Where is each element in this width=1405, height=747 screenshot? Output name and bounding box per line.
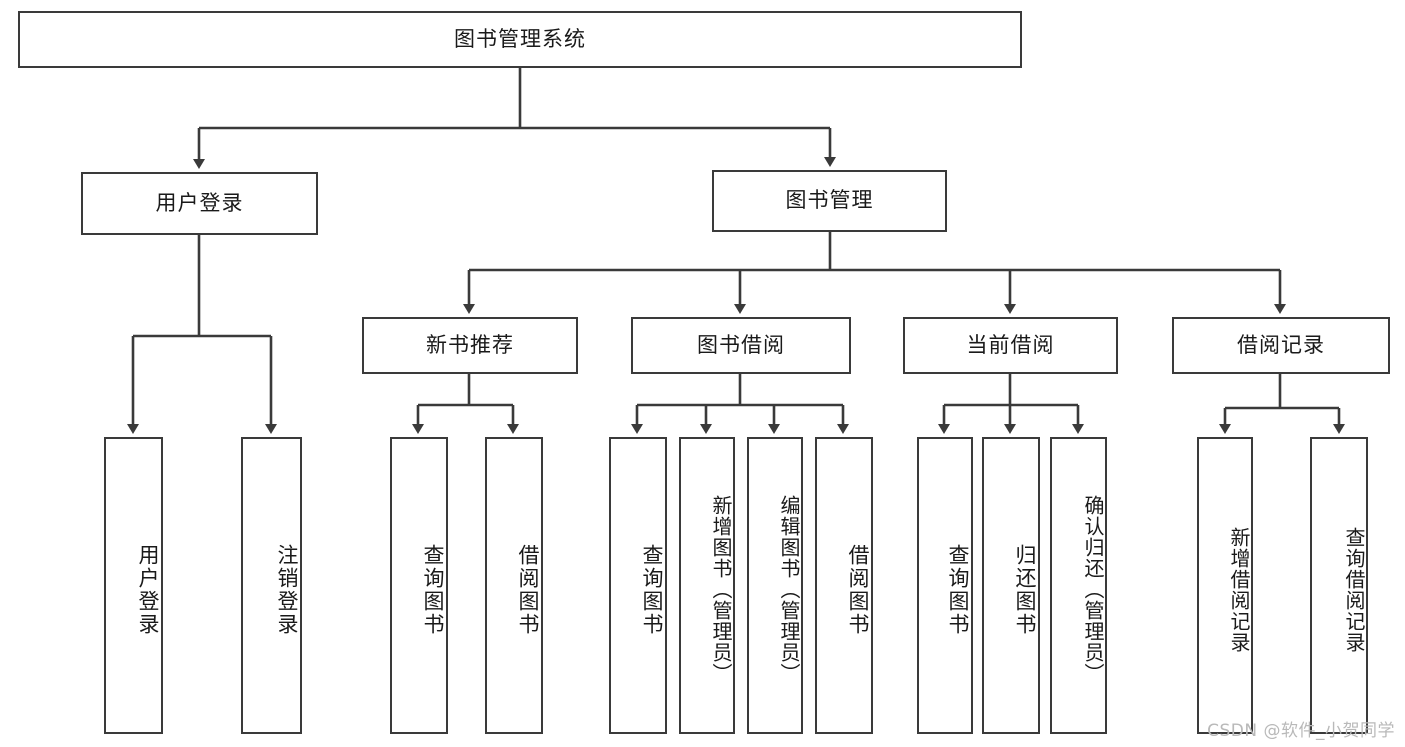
leaf-label: 编辑图书（管理员） [777, 495, 801, 684]
node-root[interactable]: 图书管理系统 [18, 11, 1022, 68]
leaf-label: 新增借阅记录 [1227, 526, 1251, 653]
node-borrow-record-label: 借阅记录 [1237, 332, 1325, 357]
leaf-label: 用户登录 [136, 543, 160, 636]
node-current-borrow[interactable]: 当前借阅 [903, 317, 1118, 374]
leaf-label: 借阅图书 [846, 543, 870, 636]
node-current-borrow-label: 当前借阅 [966, 332, 1055, 357]
leaf-label: 查询图书 [946, 543, 970, 636]
leaf-confirm-return-admin[interactable]: 确认归还（管理员） [1050, 437, 1107, 734]
node-book-borrow-label: 图书借阅 [697, 332, 785, 357]
node-root-label: 图书管理系统 [454, 26, 586, 51]
leaf-label: 确认归还（管理员） [1081, 495, 1105, 684]
leaf-borrow-book[interactable]: 借阅图书 [815, 437, 873, 734]
leaf-label: 借阅图书 [516, 543, 540, 636]
leaf-user-login[interactable]: 用户登录 [104, 437, 163, 734]
leaf-borrow-book-recommend[interactable]: 借阅图书 [485, 437, 543, 734]
leaf-add-borrow-record[interactable]: 新增借阅记录 [1197, 437, 1253, 734]
leaf-label: 查询图书 [421, 543, 445, 636]
node-user-login[interactable]: 用户登录 [81, 172, 318, 235]
leaf-label: 归还图书 [1013, 543, 1037, 636]
node-new-book-recommend-label: 新书推荐 [426, 332, 514, 357]
node-book-management-label: 图书管理 [785, 188, 874, 213]
leaf-label: 新增图书（管理员） [709, 495, 733, 684]
leaf-label: 查询借阅记录 [1342, 526, 1366, 653]
leaf-query-book-current[interactable]: 查询图书 [917, 437, 973, 734]
node-new-book-recommend[interactable]: 新书推荐 [362, 317, 578, 374]
leaf-label: 注销登录 [275, 543, 299, 636]
leaf-label: 查询图书 [640, 543, 664, 636]
csdn-watermark: CSDN @软件_小贺同学 [1207, 721, 1395, 741]
node-borrow-record[interactable]: 借阅记录 [1172, 317, 1390, 374]
leaf-edit-book-admin[interactable]: 编辑图书（管理员） [747, 437, 803, 734]
leaf-return-book[interactable]: 归还图书 [982, 437, 1040, 734]
node-book-borrow[interactable]: 图书借阅 [631, 317, 851, 374]
leaf-logout[interactable]: 注销登录 [241, 437, 302, 734]
node-book-management[interactable]: 图书管理 [712, 170, 947, 232]
leaf-query-borrow-record[interactable]: 查询借阅记录 [1310, 437, 1368, 734]
leaf-add-book-admin[interactable]: 新增图书（管理员） [679, 437, 735, 734]
leaf-query-book-recommend[interactable]: 查询图书 [390, 437, 448, 734]
leaf-query-book[interactable]: 查询图书 [609, 437, 667, 734]
node-user-login-label: 用户登录 [155, 190, 244, 215]
